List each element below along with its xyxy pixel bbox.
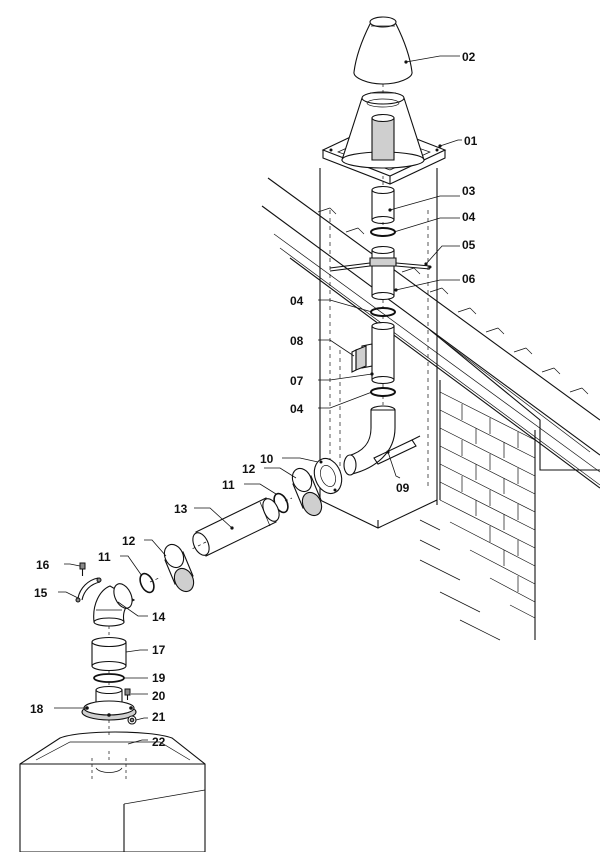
callout-06: 06 bbox=[462, 272, 476, 286]
seal-ring-04a bbox=[370, 227, 396, 237]
callout-04a: 04 bbox=[462, 210, 476, 224]
coupling-17 bbox=[91, 636, 127, 672]
seal-ring-11b bbox=[139, 572, 155, 594]
callout-04b: 04 bbox=[290, 294, 304, 308]
callout-13: 13 bbox=[174, 502, 188, 516]
boiler-adaptor-18 bbox=[81, 685, 137, 721]
seal-ring-04c bbox=[370, 387, 396, 397]
callout-18: 18 bbox=[30, 702, 44, 716]
callouts: 02 01 03 04 05 06 04 08 07 04 10 09 12 1… bbox=[30, 50, 478, 749]
chimney-duct bbox=[319, 168, 438, 529]
roof bbox=[261, 177, 600, 489]
callout-04c: 04 bbox=[290, 402, 304, 416]
callout-10: 10 bbox=[260, 452, 274, 466]
callout-01: 01 bbox=[464, 134, 478, 148]
brick-wall bbox=[419, 380, 536, 641]
callout-15: 15 bbox=[34, 586, 48, 600]
flue-terminal-cone bbox=[341, 91, 425, 169]
callout-12a: 12 bbox=[242, 462, 256, 476]
inspection-cover-08 bbox=[351, 345, 367, 373]
callout-19: 19 bbox=[152, 671, 166, 685]
elbow-09 bbox=[343, 405, 421, 476]
callout-08: 08 bbox=[290, 334, 304, 348]
screw-16 bbox=[79, 562, 86, 576]
callout-07: 07 bbox=[290, 374, 304, 388]
callout-14: 14 bbox=[152, 610, 166, 624]
callout-12b: 12 bbox=[122, 534, 136, 548]
boiler bbox=[19, 731, 206, 852]
callout-16: 16 bbox=[36, 558, 50, 572]
screw-20 bbox=[124, 688, 131, 700]
callout-11b: 11 bbox=[98, 550, 111, 564]
callout-21: 21 bbox=[152, 710, 166, 724]
pipe-06-with-bracket-05 bbox=[329, 245, 432, 301]
callout-17: 17 bbox=[152, 643, 166, 657]
assembly-axis-lines bbox=[108, 84, 384, 760]
seal-ring-19 bbox=[93, 673, 125, 683]
callout-05: 05 bbox=[462, 238, 476, 252]
callout-22: 22 bbox=[152, 735, 166, 749]
callout-03: 03 bbox=[462, 184, 476, 198]
pipe-03 bbox=[371, 185, 395, 225]
clamp-sleeve-12a bbox=[291, 467, 323, 517]
seal-ring-04b bbox=[370, 307, 396, 317]
elbow-14 bbox=[93, 583, 136, 627]
terminal-cap-02 bbox=[353, 16, 413, 85]
callout-20: 20 bbox=[152, 689, 166, 703]
test-plug-21 bbox=[127, 715, 137, 725]
wall-flange-10 bbox=[313, 457, 343, 495]
callout-11a: 11 bbox=[222, 478, 235, 492]
bracket-15 bbox=[75, 577, 102, 603]
straight-pipe-13 bbox=[192, 497, 280, 557]
clamp-sleeve-12b bbox=[163, 543, 195, 593]
callout-02: 02 bbox=[462, 50, 476, 64]
callout-09: 09 bbox=[396, 481, 410, 495]
